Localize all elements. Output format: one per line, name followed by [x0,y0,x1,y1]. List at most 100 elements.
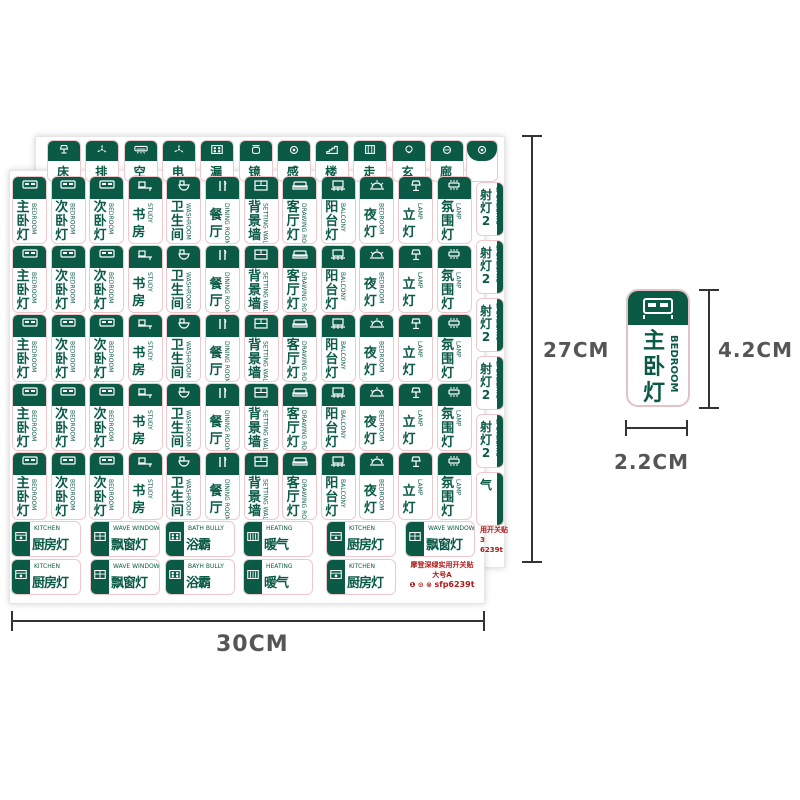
back-sticker-header [48,141,80,161]
wide-sticker-label: 浴霸 [186,576,211,591]
sticker-english: BALCONY [338,479,346,508]
sticker-header [283,315,317,337]
sticker-header [51,453,85,475]
bed-icon [21,387,38,396]
sheet-info-title: 摩登深绿实用开关贴 [410,561,474,569]
sticker-header [360,315,394,337]
sticker-label: 阳台灯 [325,269,339,312]
sticker-header [206,384,239,406]
sticker-header [244,453,278,475]
sticker-label: 次卧灯 [55,476,69,519]
radiator-icon [247,570,259,579]
sticker-english: DRAWING ROOM [300,410,308,451]
sticker-label: 书房 [132,277,146,309]
wide-sticker-bath-heater: BAYH BULLY 浴霸 [165,559,235,595]
wide-sticker-label: 飘窗灯 [111,576,148,591]
toilet-icon [178,180,190,191]
exhaust-fan-icon [97,145,107,153]
sticker-english: BEDROOM [68,479,76,511]
stove-icon [330,570,342,579]
wide-sticker-english: BAYH BULLY [188,563,224,570]
sticker-header [128,315,162,337]
wide-sticker-strip [91,522,109,556]
stove-icon [330,532,342,541]
sticker-label: 客厅灯 [286,338,300,381]
sticker-label: 餐厅 [209,277,223,309]
sticker-header [437,177,471,199]
wide-sticker-strip [91,560,109,594]
sunset-icon [369,180,384,190]
wide-sticker-english: KITCHEN [349,525,375,532]
sample-sticker-master-bedroom: 主卧灯 BEDROOM [626,289,690,407]
sticker-height-dimension-cap-top [699,289,719,291]
floor-lamp-icon [410,318,421,329]
wide-sticker-english: KITCHEN [34,525,60,532]
back-sticker-label: 楼 [325,165,340,179]
sticker-label: 夜灯 [363,415,377,447]
sticker-label: 卫生间 [170,338,184,381]
sticker-english: BEDROOM [30,341,37,373]
wide-sticker-label: 浴霸 [186,538,211,553]
back-side-sticker: 射灯2SPOTLIGHTS [476,298,504,352]
back-info-line-1: 用开关贴 [480,526,508,534]
sticker-english: BEDROOM [107,203,115,235]
sticker-header [321,315,355,337]
sticker-header [128,384,162,406]
wide-sticker-strip [327,560,345,594]
sticker-header [321,177,355,199]
sunset-icon [369,456,384,466]
sheet-width-dimension-cap-right [483,611,485,631]
sticker-english: BEDROOM [377,272,385,304]
back-sticker: 感 [276,140,311,182]
wide-sticker-stove: KITCHEN 厨房灯 [11,521,81,557]
sensor-light-icon [289,145,298,154]
wide-sticker-strip [166,560,184,594]
cutlery-icon [218,249,226,260]
back-sticker-label: 电 [171,165,186,179]
wide-sticker-strip [327,522,345,556]
sticker-english: BEDROOM [68,341,76,373]
sunset-icon [369,249,384,259]
bath-heater-icon [169,570,181,579]
bed-icon [99,249,115,258]
sticker-label: 次卧灯 [93,338,107,381]
sheet-height-dimension-cap-bottom [522,561,542,563]
sticker-header [90,177,124,199]
sticker-header [90,246,124,268]
sticker-english: BALCONY [338,203,346,232]
toilet-icon [178,387,190,398]
sticker-label: 立灯 [402,208,416,240]
sticker-english: DINING ROOM [223,410,230,451]
wide-sticker-label: 厨房灯 [32,538,69,553]
balcony-icon [331,180,346,191]
back-sticker: 排 [85,140,120,182]
stove-icon [15,570,27,579]
sticker-header [128,453,162,475]
mirror-light-icon [251,145,260,154]
sticker-label: 夜灯 [363,208,377,240]
desk-icon [138,181,153,191]
sticker-english: WASHROOM [184,410,192,447]
sticker-label: 背景墙 [248,476,262,519]
sticker-label: 卫生间 [170,200,184,243]
desk-icon [138,457,153,467]
sticker-header [51,246,85,268]
bed-icon [60,318,76,327]
